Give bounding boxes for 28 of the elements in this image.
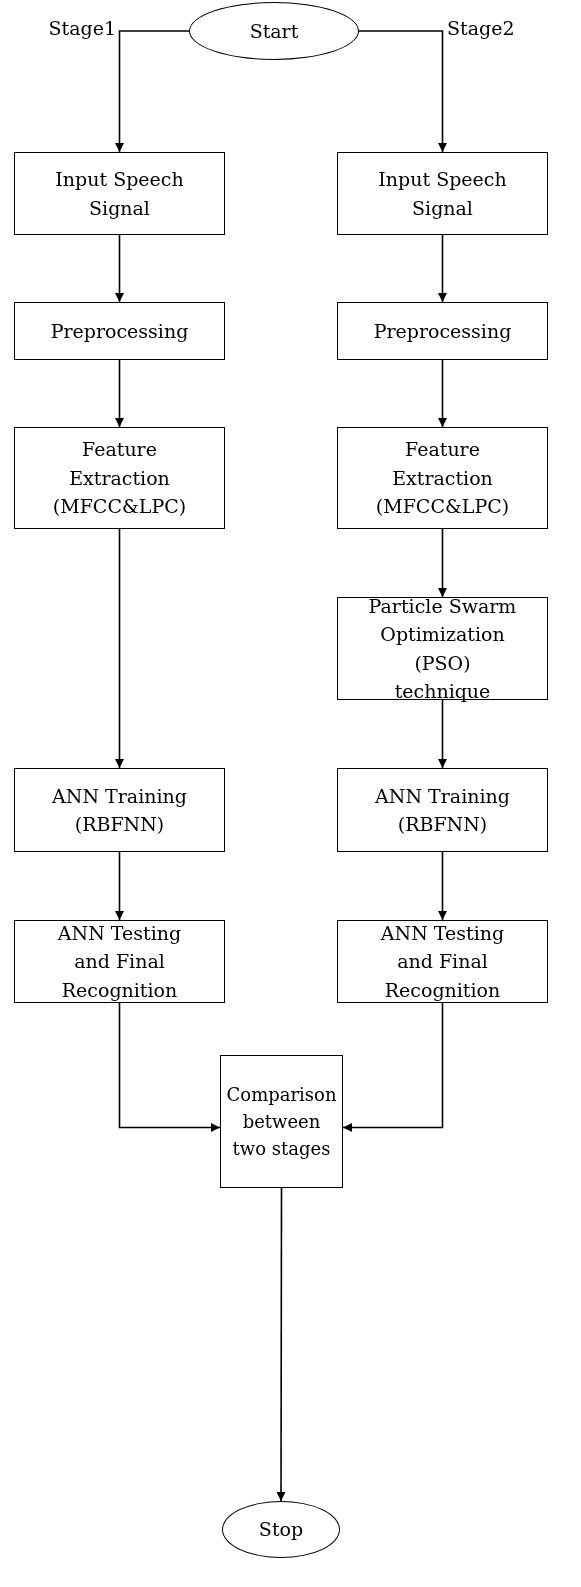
arrow	[115, 851, 124, 921]
process-box: Feature Extraction (MFCC&LPC)	[337, 427, 548, 529]
process-box: Preprocessing	[14, 302, 225, 360]
process-box: Comparison between two stages	[220, 1055, 343, 1188]
process-box: Particle Swarm Optimization (PSO) technique	[337, 597, 548, 700]
process-box: Input Speech Signal	[14, 152, 225, 235]
arrow	[358, 30, 447, 153]
arrow	[342, 1002, 444, 1132]
arrow	[115, 234, 124, 303]
arrow	[438, 234, 447, 303]
process-box: ANN Testing and Final Recognition	[337, 920, 548, 1003]
arrow	[276, 1187, 286, 1502]
process-box: Feature Extraction (MFCC&LPC)	[14, 427, 225, 529]
arrow	[115, 359, 124, 428]
terminal-ellipse: Stop	[222, 1501, 340, 1558]
arrow	[438, 359, 447, 428]
arrow	[115, 30, 190, 153]
arrow	[438, 699, 447, 769]
process-box: ANN Training (RBFNN)	[337, 768, 548, 852]
process-box: Preprocessing	[337, 302, 548, 360]
process-box: Input Speech Signal	[337, 152, 548, 235]
arrow	[118, 1002, 221, 1132]
arrow	[438, 528, 447, 598]
terminal-ellipse: Start	[189, 2, 359, 60]
arrow	[115, 528, 124, 769]
process-box: ANN Training (RBFNN)	[14, 768, 225, 852]
arrow	[438, 851, 447, 921]
process-box: ANN Testing and Final Recognition	[14, 920, 225, 1003]
